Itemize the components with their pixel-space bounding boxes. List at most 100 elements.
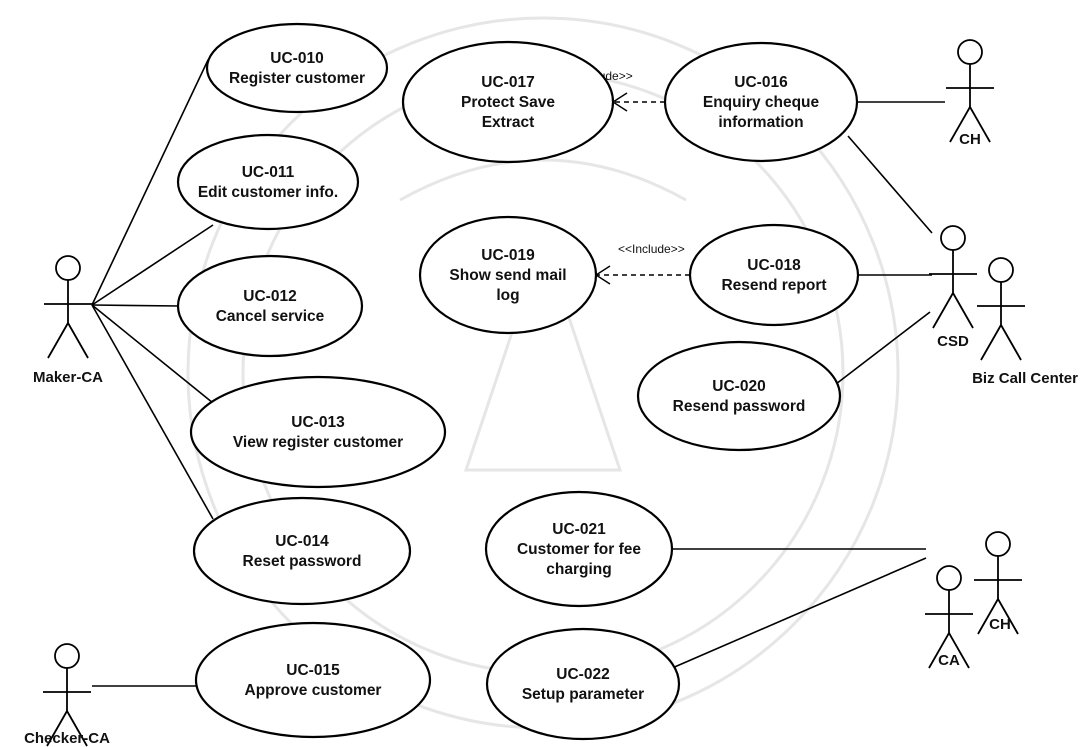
actor-head	[957, 39, 983, 65]
use-case-title-line: Resend report	[721, 277, 826, 294]
use-case-code: UC-013	[291, 414, 345, 431]
use-case-title: Approve customer	[245, 682, 382, 699]
use-case-ellipse	[205, 22, 389, 114]
use-case-code: UC-022	[556, 666, 609, 683]
actor-right-leg	[969, 106, 991, 143]
actor-right-leg	[997, 598, 1019, 635]
actor-head	[54, 643, 80, 669]
actor-biz-call-center[interactable]: Biz Call Center	[972, 257, 1078, 387]
use-case-title: Customer for fee charging	[517, 541, 641, 578]
use-case-title: Register customer	[229, 70, 365, 87]
use-case-title-line: information	[718, 114, 803, 131]
use-case-title: Cancel service	[216, 308, 325, 325]
actor-right-leg	[66, 710, 88, 747]
actor-left-leg	[977, 598, 999, 635]
use-case-title-line: Setup parameter	[522, 686, 644, 703]
association-ca-uc-022	[662, 557, 927, 673]
use-case-code: UC-021	[552, 521, 606, 538]
use-case-title: Resend report	[721, 277, 826, 294]
use-case-code: UC-011	[242, 164, 295, 181]
association-csd-uc-016	[847, 135, 933, 234]
actor-label: Maker-CA	[33, 369, 103, 386]
actor-left-leg	[928, 632, 950, 669]
actor-label: Checker-CA	[24, 730, 110, 747]
actor-csd[interactable]: CSD	[929, 225, 977, 350]
actor-left-leg	[980, 324, 1002, 361]
use-case-title-line: log	[496, 287, 519, 304]
actor-label: Biz Call Center	[972, 370, 1078, 387]
use-case-ellipse	[192, 496, 412, 606]
use-case-code: UC-012	[243, 288, 296, 305]
actors: Maker-CA Checker-CA CH CSD Biz Call CenterCA…	[24, 39, 1078, 747]
use-case-ellipse	[401, 40, 615, 164]
use-case-code: UC-020	[712, 378, 765, 395]
use-case-ellipse	[484, 490, 674, 608]
use-case-title-line: Edit customer info.	[198, 184, 338, 201]
actor-head	[940, 225, 966, 251]
actor-label: CA	[938, 652, 960, 669]
use-case-title-line: Reset password	[243, 553, 362, 570]
actor-ch-top[interactable]: CH	[946, 39, 994, 148]
association-maker-ca-uc-013	[91, 304, 214, 404]
use-case-title-line: Show send mail	[449, 267, 566, 284]
actor-head	[985, 531, 1011, 557]
use-case-code: UC-017	[481, 74, 534, 91]
use-case-ellipse	[688, 223, 860, 327]
actor-left-leg	[932, 292, 954, 329]
use-case-code: UC-010	[270, 50, 323, 67]
association-maker-ca-uc-014	[91, 304, 214, 520]
use-case-title-line: charging	[546, 561, 611, 578]
actor-head	[936, 565, 962, 591]
use-case-title: Show send mail log	[449, 267, 566, 304]
use-case-title-line: Extract	[482, 114, 535, 131]
use-case-title-line: Approve customer	[245, 682, 382, 699]
use-case-title-line: Protect Save	[461, 94, 555, 111]
use-case-code: UC-019	[481, 247, 535, 264]
association-maker-ca-uc-012	[91, 304, 181, 307]
use-case-title: View register customer	[233, 434, 403, 451]
use-case-title-line: View register customer	[233, 434, 403, 451]
actor-left-leg	[47, 322, 69, 359]
actor-checker-ca[interactable]: Checker-CA	[24, 643, 110, 747]
use-case-ellipse	[663, 41, 859, 163]
actor-right-leg	[1000, 324, 1022, 361]
actor-head	[988, 257, 1014, 283]
use-case-title: Edit customer info.	[198, 184, 338, 201]
use-case-title-line: Enquiry cheque	[703, 94, 820, 111]
actor-right-leg	[948, 632, 970, 669]
use-case-code: UC-014	[275, 533, 329, 550]
actor-label: CSD	[937, 333, 969, 350]
actor-label: CH	[989, 616, 1011, 633]
actor-label: CH	[959, 131, 981, 148]
actor-ca[interactable]: CA	[925, 565, 973, 669]
association-csd-uc-020	[835, 311, 931, 385]
use-case-ellipse	[176, 133, 360, 231]
actor-right-leg	[67, 322, 89, 359]
use-case-code: UC-016	[734, 74, 788, 91]
association-lines	[91, 59, 945, 687]
use-case-title: Reset password	[243, 553, 362, 570]
use-case-ellipse	[189, 375, 447, 489]
use-case-title-line: Customer for fee	[517, 541, 641, 558]
actor-ch-bottom[interactable]: CH	[974, 531, 1022, 635]
actor-maker-ca[interactable]: Maker-CA	[33, 255, 103, 386]
use-case-ellipse	[418, 215, 598, 335]
use-case-ellipse	[485, 627, 681, 741]
actor-right-leg	[952, 292, 974, 329]
